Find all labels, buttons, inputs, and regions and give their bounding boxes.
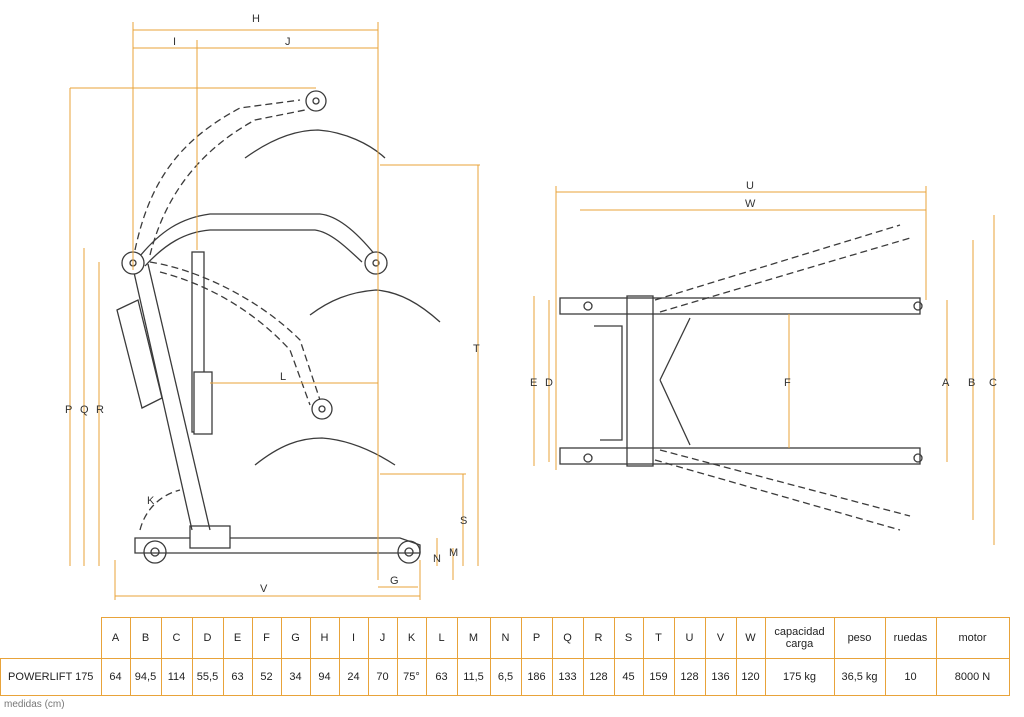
table-cell: 34: [280, 658, 311, 696]
table-cell: 45: [613, 658, 644, 696]
label-J: J: [285, 36, 291, 48]
patient-lift-technical-drawing: H I J T P Q R L K S N M G V U W E D F A …: [65, 13, 997, 600]
table-cell: 114: [160, 658, 193, 696]
units-footnote: medidas (cm): [4, 699, 65, 710]
table-header-cell: D: [191, 617, 224, 659]
table-header-cell: motor: [935, 617, 1010, 659]
top-bar-lower: [559, 447, 921, 465]
spreader-bar: [309, 289, 441, 323]
table-header-cell: T: [642, 617, 675, 659]
label-B: B: [968, 377, 975, 389]
table-header-cell: V: [704, 617, 737, 659]
table-header-cell: P: [520, 617, 553, 659]
boom-lowered: [149, 261, 321, 406]
side-view: [116, 90, 441, 564]
table-row: POWERLIFT 175 64 94,5 114 55,5 63 52 34 …: [0, 658, 1010, 696]
table-header-cell: U: [673, 617, 706, 659]
table-header-cell: capacidad carga: [764, 617, 835, 659]
label-P: P: [65, 404, 72, 416]
label-K: K: [147, 495, 155, 507]
table-cell: 136: [704, 658, 737, 696]
label-D: D: [545, 377, 553, 389]
table-cell: 94,5: [129, 658, 162, 696]
label-S: S: [460, 515, 467, 527]
table-cell: 63: [222, 658, 253, 696]
leg-open-upper: [654, 224, 911, 313]
table-cell: 120: [735, 658, 766, 696]
table-cell: 55,5: [191, 658, 224, 696]
dimension-labels: H I J T P Q R L K S N M G V U W E D F A …: [65, 13, 997, 595]
table-cell: 159: [642, 658, 675, 696]
label-I: I: [173, 36, 176, 48]
table-cell: 75°: [396, 658, 427, 696]
label-W: W: [745, 198, 756, 210]
table-cell: 10: [884, 658, 937, 696]
table-header-cell: peso: [833, 617, 886, 659]
label-C: C: [989, 377, 997, 389]
rear-wheel: [143, 540, 167, 564]
table-cell: 11,5: [456, 658, 491, 696]
table-cell: 94: [309, 658, 340, 696]
leg-open-lower: [654, 449, 911, 531]
label-F: F: [784, 377, 791, 389]
mast: [132, 263, 211, 531]
table-header-cell: G: [280, 617, 311, 659]
table-header-cell: B: [129, 617, 162, 659]
table-header-cell: M: [456, 617, 491, 659]
top-view: [559, 224, 923, 531]
table-header-cell: N: [489, 617, 522, 659]
table-cell: 8000 N: [935, 658, 1010, 696]
boom-raised: [134, 99, 306, 256]
table-cell: 6,5: [489, 658, 522, 696]
table-header-row: A B C D E F G H I J K L M N P Q R S T U …: [0, 617, 1010, 659]
table-header-cell: F: [251, 617, 282, 659]
table-header-cell: C: [160, 617, 193, 659]
table-header-cell: R: [582, 617, 615, 659]
table-header-cell: J: [367, 617, 398, 659]
table-cell: 133: [551, 658, 584, 696]
table-cell: 70: [367, 658, 398, 696]
table-cell: 63: [425, 658, 458, 696]
label-E: E: [530, 377, 537, 389]
table-cell: 36,5 kg: [833, 658, 886, 696]
top-bar-upper: [559, 297, 921, 315]
side-view-dimensions: [69, 22, 480, 600]
table-header-cell: A: [100, 617, 131, 659]
label-R: R: [96, 404, 104, 416]
specifications-table: A B C D E F G H I J K L M N P Q R S T U …: [0, 617, 1010, 696]
label-G: G: [390, 575, 399, 587]
front-wheel: [397, 540, 421, 564]
label-V: V: [260, 583, 268, 595]
label-L: L: [280, 371, 286, 383]
table-cell: 64: [100, 658, 131, 696]
table-header-cell: W: [735, 617, 766, 659]
label-Q: Q: [80, 404, 89, 416]
table-header-cell: S: [613, 617, 644, 659]
table-header-cell: ruedas: [884, 617, 937, 659]
product-name: POWERLIFT 175: [0, 658, 102, 696]
label-A: A: [942, 377, 950, 389]
table-cell: 24: [338, 658, 369, 696]
base-frame: [134, 537, 421, 554]
label-N: N: [433, 553, 441, 565]
table-header-cell: I: [338, 617, 369, 659]
table-cell: 52: [251, 658, 282, 696]
table-header-cell: E: [222, 617, 253, 659]
table-cell: 128: [673, 658, 706, 696]
top-view-dimensions: [533, 186, 995, 545]
table-header-cell: L: [425, 617, 458, 659]
table-header-cell: K: [396, 617, 427, 659]
table-cell: 175 kg: [764, 658, 835, 696]
label-M: M: [449, 547, 458, 559]
label-T: T: [473, 343, 480, 355]
table-cell: 186: [520, 658, 553, 696]
battery-box: [116, 299, 163, 409]
table-header-cell: Q: [551, 617, 584, 659]
table-header-cell: H: [309, 617, 340, 659]
label-U: U: [746, 180, 754, 192]
label-H: H: [252, 13, 260, 25]
boom: [139, 213, 377, 257]
table-cell: 128: [582, 658, 615, 696]
